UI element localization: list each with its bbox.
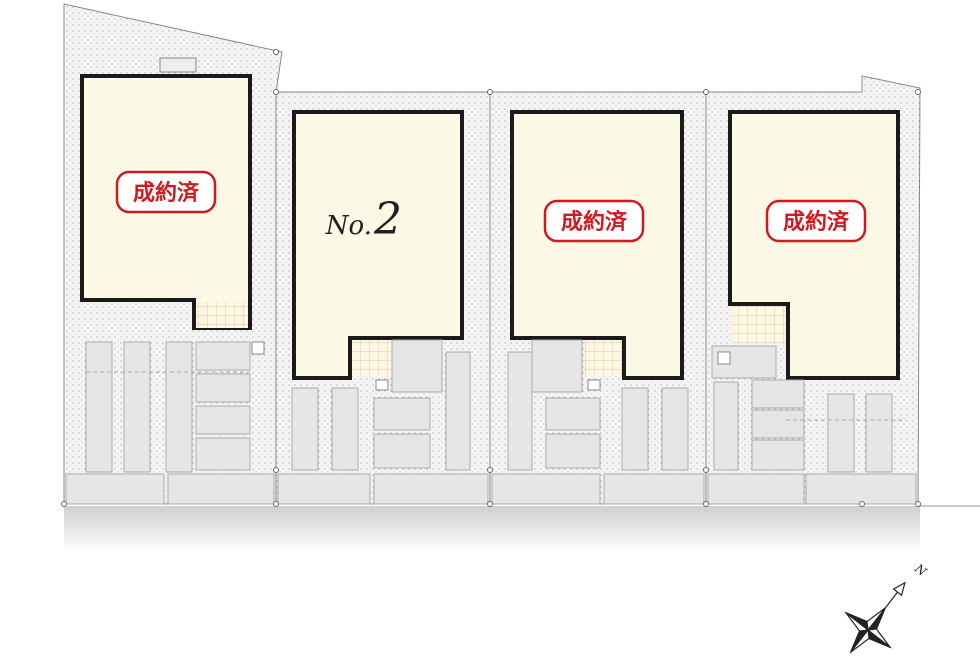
lot-3-pad-3 — [545, 433, 601, 469]
lot-1-frontage-1 — [65, 473, 165, 505]
lot-1-pad-2 — [195, 373, 251, 403]
lot-4-pad-2 — [751, 379, 805, 409]
lot-2-house — [292, 110, 464, 380]
lot-3-frontage-2 — [603, 473, 705, 505]
lot-1-pad-1 — [195, 341, 251, 371]
lot-4-stamp-text: 成約済 — [783, 209, 850, 235]
lot-4-pad-3 — [751, 409, 805, 439]
lot-3[interactable]: 成約済 — [489, 91, 707, 505]
lot-4-parking-3 — [865, 393, 893, 473]
lot-3-sold-stamp: 成約済 — [543, 199, 645, 243]
lot-3-parking-1 — [507, 351, 533, 471]
lot-3-porch-tiles — [584, 340, 622, 376]
lot-2-number-label: No. 2 — [325, 194, 402, 245]
lot-2-parking-1 — [291, 387, 319, 471]
lot-4-sold-stamp: 成約済 — [765, 199, 867, 243]
lot-4-pad-4 — [751, 439, 805, 471]
lot-1-porch-tiles — [196, 302, 248, 328]
lot-1-sold-stamp: 成約済 — [115, 170, 217, 214]
lot-3-frontage-1 — [491, 473, 601, 505]
lot-1-pad-4 — [195, 437, 251, 471]
lot-3-parking-2 — [621, 387, 649, 471]
boundary-markers — [61, 49, 921, 507]
lot-2-parking-2 — [331, 387, 359, 471]
lot-1-parking-3 — [165, 341, 193, 473]
lot-3-house — [510, 110, 684, 380]
lot-4-frontage-1 — [707, 473, 805, 505]
lot-3-pad-1 — [531, 339, 583, 393]
lot-2-meter — [375, 379, 389, 391]
lot-2-frontage-1 — [277, 473, 371, 505]
lot-2-label-prefix: No. — [325, 211, 372, 241]
lot-2-pad-1 — [391, 339, 443, 393]
lot-3-meter — [587, 379, 601, 391]
north-arrow — [892, 581, 906, 597]
lot-3-parking-3 — [661, 387, 689, 471]
lot-1-pad-3 — [195, 405, 251, 435]
lot-3-pad-2 — [545, 397, 601, 431]
lot-2-pad-3 — [373, 433, 431, 469]
lot-1[interactable]: 成約済 — [63, 3, 283, 505]
lot-1-parking-2 — [123, 341, 151, 473]
lot-2-frontage-2 — [373, 473, 489, 505]
lot-4[interactable]: 成約済 — [705, 75, 921, 505]
lot-2-label-number: 2 — [373, 194, 402, 245]
lot-4-frontage-2 — [805, 473, 917, 505]
lot-4-house — [728, 110, 900, 380]
lot-2-pad-2 — [373, 397, 431, 431]
lot-4-meter — [717, 351, 731, 365]
lot-1-vent — [159, 57, 197, 73]
north-label: N — [911, 561, 929, 579]
lot-3-stamp-text: 成約済 — [561, 209, 628, 235]
lot-4-parking-1 — [713, 381, 739, 471]
lot-1-parking-1 — [85, 341, 113, 473]
lot-2-parking-3 — [445, 351, 471, 471]
lot-2-porch-tiles — [352, 340, 392, 376]
lot-1-stamp-text: 成約済 — [133, 180, 200, 206]
lot-1-meter — [251, 341, 265, 355]
compass: N — [844, 561, 929, 654]
lot-1-frontage-2 — [167, 473, 275, 505]
lot-2[interactable]: No. 2 — [275, 91, 491, 505]
lot-4-parking-2 — [827, 393, 855, 473]
road-shadow — [64, 506, 920, 552]
lot-4-porch-tiles — [732, 306, 786, 344]
